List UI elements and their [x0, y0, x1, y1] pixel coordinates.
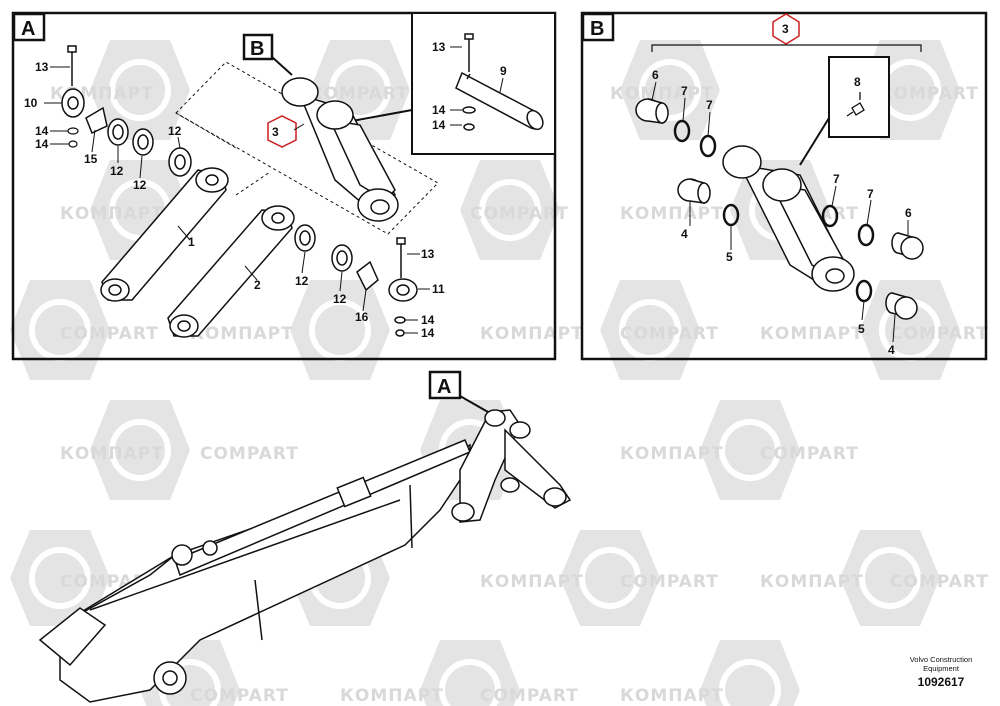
callout-12: 12 [168, 124, 182, 138]
watermark-text: COMPART [620, 324, 719, 344]
callout-7: 7 [833, 172, 840, 186]
callout-7: 7 [867, 187, 874, 201]
callout-12: 12 [333, 292, 347, 306]
watermark-layer: КОМПАРТ COMPART КОМПАРТ COMPART КОМПАРТ … [10, 40, 989, 706]
bushing-6-right [891, 232, 924, 260]
watermark-text: КОМПАРТ [620, 444, 724, 464]
link-1 [100, 167, 229, 302]
callout-12: 12 [133, 178, 147, 192]
panel-a: A 13 9 14 14 B [11, 11, 557, 361]
callout-5: 5 [726, 250, 733, 264]
callout-14: 14 [35, 137, 49, 151]
watermark-text: COMPART [760, 444, 859, 464]
callout-6: 6 [652, 68, 659, 82]
callout-3-a: 3 [272, 125, 279, 139]
callout-4: 4 [888, 343, 895, 357]
callout-14: 14 [421, 326, 435, 340]
watermark-text: COMPART [60, 324, 159, 344]
callout-7: 7 [706, 98, 713, 112]
watermark-text: COMPART [890, 572, 989, 592]
callout-14: 14 [35, 124, 49, 138]
watermark-text: COMPART [890, 324, 989, 344]
bushing-11 [388, 278, 418, 302]
callout-14: 14 [421, 313, 435, 327]
callout-2: 2 [254, 278, 261, 292]
footer-block: Volvo Construction Equipment 1092617 [910, 655, 973, 689]
callout-5: 5 [858, 322, 865, 336]
washer-14 [67, 127, 79, 148]
panel-b: B 3 8 [580, 11, 988, 361]
callout-16: 16 [355, 310, 369, 324]
watermark-text: КОМПАРТ [190, 324, 294, 344]
watermark-text: COMPART [620, 572, 719, 592]
pin-9 [455, 71, 544, 131]
callout-3-hex-b [772, 13, 800, 45]
callout-4: 4 [681, 227, 688, 241]
grease-nipple-inset [828, 56, 890, 138]
panel-a-label: A [21, 18, 35, 40]
shim-15 [85, 106, 108, 135]
callout-14-inset-a: 14 [432, 103, 446, 117]
callout-10: 10 [24, 96, 38, 110]
bushing-6-left [635, 98, 669, 124]
brand-line-1: Volvo Construction [910, 655, 973, 664]
callout-13: 13 [35, 60, 49, 74]
callout-6: 6 [905, 206, 912, 220]
watermark-text: COMPART [310, 84, 409, 104]
boom-overview: A [38, 370, 572, 703]
seal-ring-7 [673, 119, 875, 247]
bushing-10 [61, 88, 85, 118]
detail-a-label: A [437, 376, 451, 398]
callout-3-hex [267, 115, 297, 148]
callout-3-b: 3 [782, 22, 789, 36]
detail-b-label: B [250, 38, 264, 60]
watermark-text: COMPART [200, 444, 299, 464]
bushing-4-left [677, 178, 711, 204]
watermark-text: КОМПАРТ [480, 324, 584, 344]
callout-7: 7 [681, 84, 688, 98]
link-assembly-3 [281, 77, 399, 222]
seal-ring-12-right [294, 224, 353, 272]
callout-8: 8 [854, 75, 861, 89]
panel-b-label: B [590, 18, 604, 40]
watermark-text: КОМПАРТ [60, 444, 164, 464]
callout-9-inset: 9 [500, 64, 507, 78]
watermark-text: КОМПАРТ [60, 204, 164, 224]
watermark-text: КОМПАРТ [610, 84, 714, 104]
bolt-13-top [67, 45, 77, 86]
watermark-text: КОМПАРТ [760, 572, 864, 592]
shim-16 [356, 260, 379, 292]
bolt-13-inset [462, 33, 476, 131]
callout-13: 13 [421, 247, 435, 261]
watermark-text: КОМПАРТ [480, 572, 584, 592]
grease-nipple-8 [846, 92, 865, 117]
watermark-text: КОМПАРТ [620, 204, 724, 224]
callout-12: 12 [295, 274, 309, 288]
brand-line-2: Equipment [923, 664, 960, 673]
callout-1: 1 [188, 235, 195, 249]
bushing-4-right [885, 292, 918, 320]
watermark-text: COMPART [480, 686, 579, 706]
callout-15: 15 [84, 152, 98, 166]
watermark-text: COMPART [880, 84, 979, 104]
callout-14-inset-b: 14 [432, 118, 446, 132]
link-2 [167, 205, 295, 338]
watermark-text: КОМПАРТ [340, 686, 444, 706]
watermark-text: COMPART [470, 204, 569, 224]
drawing-number: 1092617 [918, 675, 965, 689]
link-assembly-b [722, 145, 855, 292]
watermark-text: COMPART [190, 686, 289, 706]
callout-11: 11 [432, 282, 445, 296]
callout-13-inset: 13 [432, 40, 446, 54]
watermark-text: КОМПАРТ [620, 686, 724, 706]
watermark-text: КОМПАРТ [760, 324, 864, 344]
callout-12: 12 [110, 164, 124, 178]
